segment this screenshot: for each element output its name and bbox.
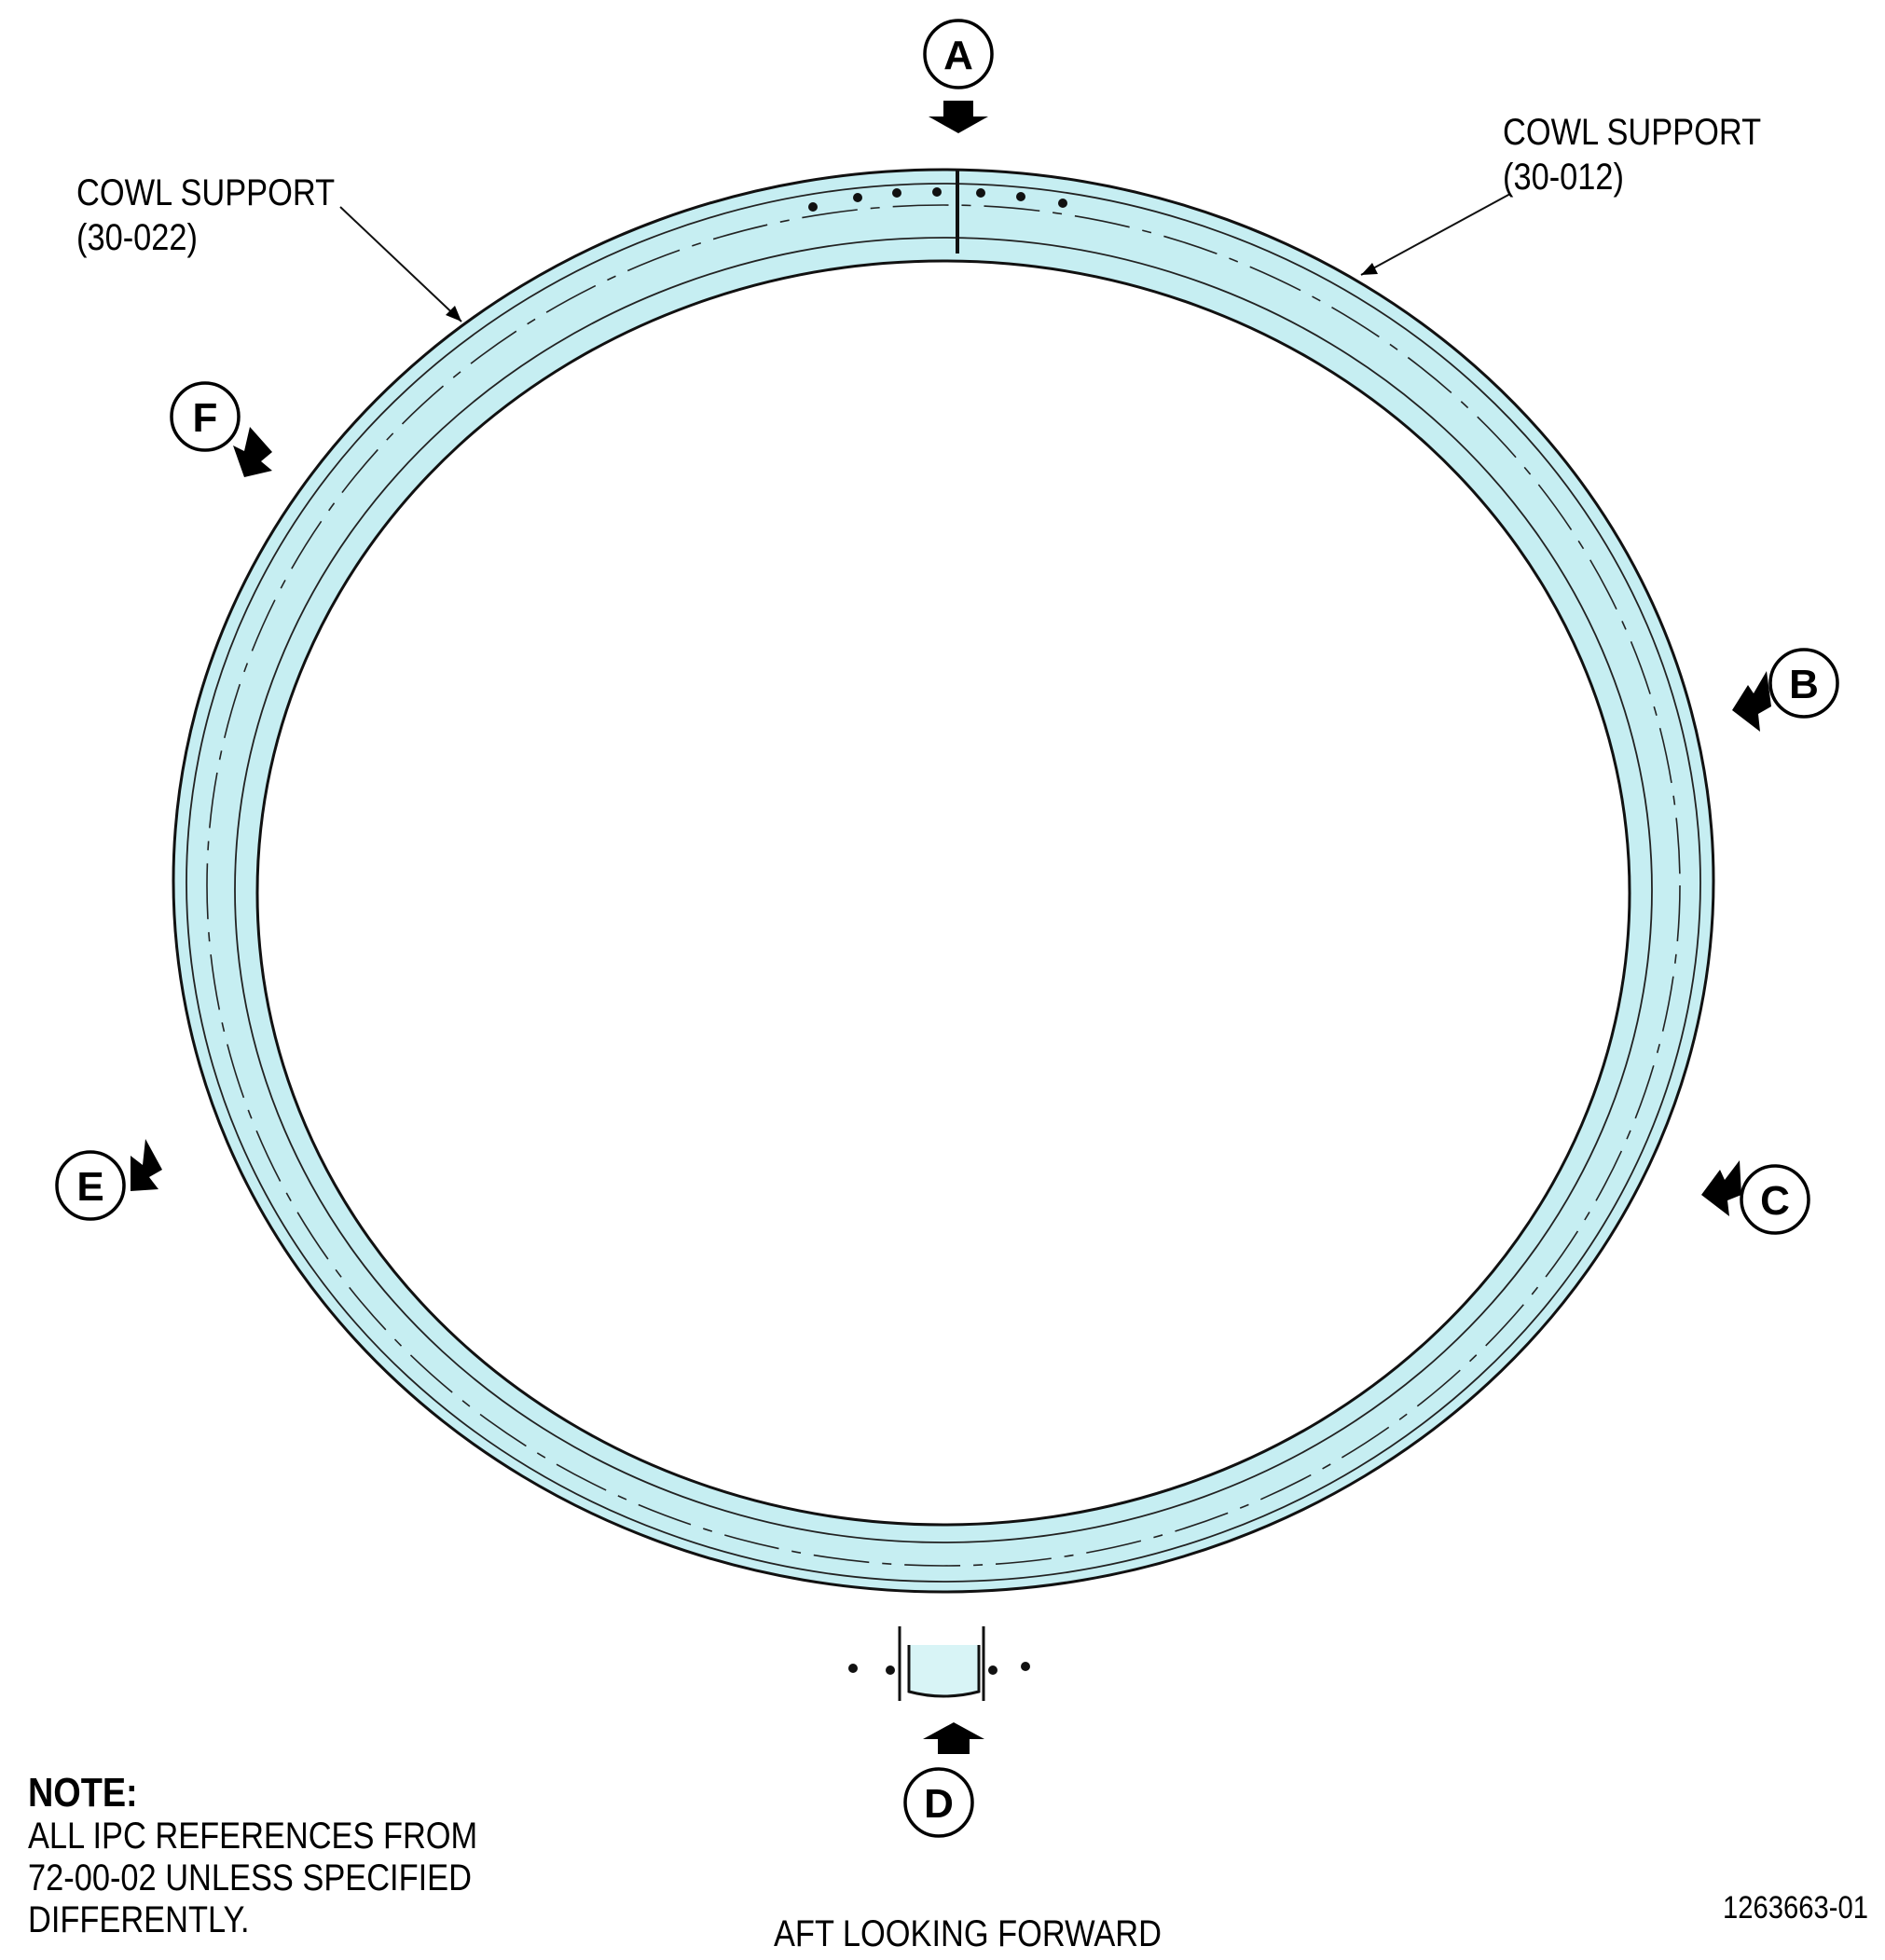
drawing-number: 1263663-01 xyxy=(1723,1889,1868,1926)
view-marker-c-letter: C xyxy=(1760,1178,1790,1224)
view-marker-d-letter: D xyxy=(924,1781,954,1827)
note-line-3: DIFFERENTLY. xyxy=(28,1898,250,1940)
view-f-arrow-icon xyxy=(233,427,272,477)
leader-line-left xyxy=(339,206,462,322)
view-marker-b[interactable]: B xyxy=(1732,648,1839,732)
ring-outer-flange-line xyxy=(186,183,1701,1583)
view-marker-e-circle xyxy=(55,1150,126,1221)
view-a-arrow-icon xyxy=(929,101,988,133)
view-marker-c-circle xyxy=(1740,1164,1810,1235)
view-d-arrow-icon xyxy=(923,1722,984,1754)
leader-arrowhead-right xyxy=(1361,263,1378,275)
view-marker-f-letter: F xyxy=(193,395,218,441)
view-marker-f-circle xyxy=(170,381,241,452)
note-line-1: ALL IPC REFERENCES FROM xyxy=(28,1815,477,1857)
cowl-support-left-part: (30-022) xyxy=(76,216,198,258)
view-marker-f[interactable]: F xyxy=(170,381,272,477)
cowl-support-ring xyxy=(172,168,1715,1594)
view-marker-e[interactable]: E xyxy=(55,1139,162,1221)
view-marker-d-circle xyxy=(903,1767,974,1838)
cowl-support-right-label: COWL SUPPORT xyxy=(1503,111,1761,153)
leader-arrowhead-left xyxy=(446,306,461,322)
bottom-split-bracket xyxy=(907,1645,981,1698)
view-marker-b-circle xyxy=(1768,648,1839,719)
view-marker-b-letter: B xyxy=(1789,662,1819,707)
view-b-arrow-icon xyxy=(1732,671,1771,732)
leader-line-right xyxy=(1360,193,1511,276)
view-marker-a-letter: A xyxy=(943,33,973,78)
view-marker-a[interactable]: A xyxy=(923,19,994,133)
cowl-support-left-label: COWL SUPPORT xyxy=(76,171,335,213)
view-marker-a-circle xyxy=(923,19,994,89)
view-e-arrow-icon xyxy=(131,1139,162,1191)
top-bolt-holes xyxy=(808,187,1067,1675)
view-c-arrow-icon xyxy=(1701,1160,1741,1216)
view-marker-d[interactable]: D xyxy=(903,1722,984,1838)
note-heading: NOTE: xyxy=(28,1769,138,1815)
cowl-support-right-part: (30-012) xyxy=(1503,156,1624,198)
ring-centerline xyxy=(206,204,1681,1567)
view-marker-c[interactable]: C xyxy=(1701,1160,1810,1235)
ring-inner-edge-line xyxy=(234,237,1653,1543)
view-marker-e-letter: E xyxy=(76,1164,103,1210)
note-line-2: 72-00-02 UNLESS SPECIFIED xyxy=(28,1857,472,1898)
view-caption: AFT LOOKING FORWARD xyxy=(774,1912,1162,1954)
